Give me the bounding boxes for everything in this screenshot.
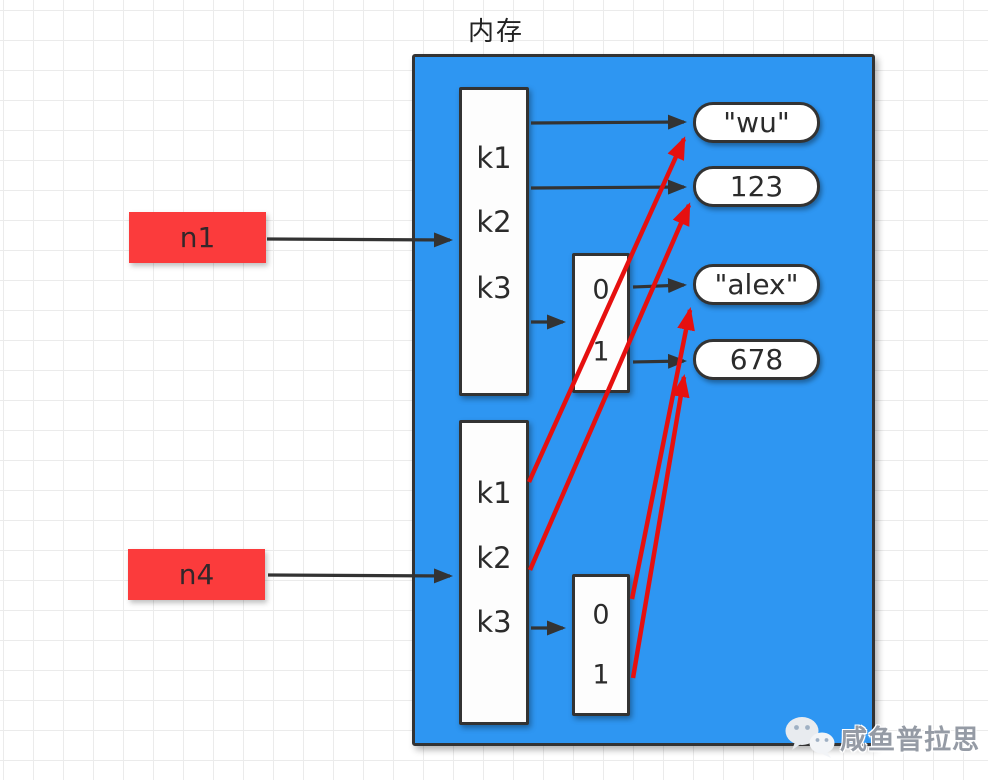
dict1-slot-0: 0 (592, 274, 610, 306)
dict2-key-k2: k2 (476, 541, 512, 575)
variable-label-n4: n4 (178, 558, 215, 591)
value-label-wu: "wu" (723, 106, 790, 139)
variable-box-n4: n4 (128, 549, 265, 600)
dict2-slot-1: 1 (592, 659, 610, 691)
value-box-wu: "wu" (693, 102, 820, 143)
dict2-key-k1: k1 (476, 476, 512, 510)
dict1-slot-1: 1 (592, 336, 610, 368)
watermark: 咸鱼普拉思 (784, 714, 980, 760)
value-box-678: 678 (693, 339, 820, 380)
value-box-123: 123 (693, 166, 820, 207)
value-label-678: 678 (729, 343, 784, 376)
value-label-alex: "alex" (714, 268, 799, 301)
variable-box-n1: n1 (129, 212, 266, 263)
variable-label-n1: n1 (179, 221, 216, 254)
dict2-keys-box: k1 k2 k3 (459, 420, 529, 725)
diagram-title: 内存 (467, 17, 524, 47)
dict1-keys-box: k1 k2 k3 (459, 87, 529, 396)
value-label-123: 123 (729, 170, 784, 203)
dict1-slots-box: 0 1 (572, 253, 630, 393)
dict2-key-k3: k3 (476, 605, 512, 639)
dict1-key-k1: k1 (476, 141, 512, 175)
dict1-key-k3: k3 (476, 271, 512, 305)
watermark-text: 咸鱼普拉思 (840, 724, 980, 756)
dict2-slot-0: 0 (592, 599, 610, 631)
value-box-alex: "alex" (693, 264, 820, 305)
wechat-icon (785, 717, 835, 758)
dict2-slots-box: 0 1 (572, 574, 630, 716)
dict1-key-k2: k2 (476, 205, 512, 239)
